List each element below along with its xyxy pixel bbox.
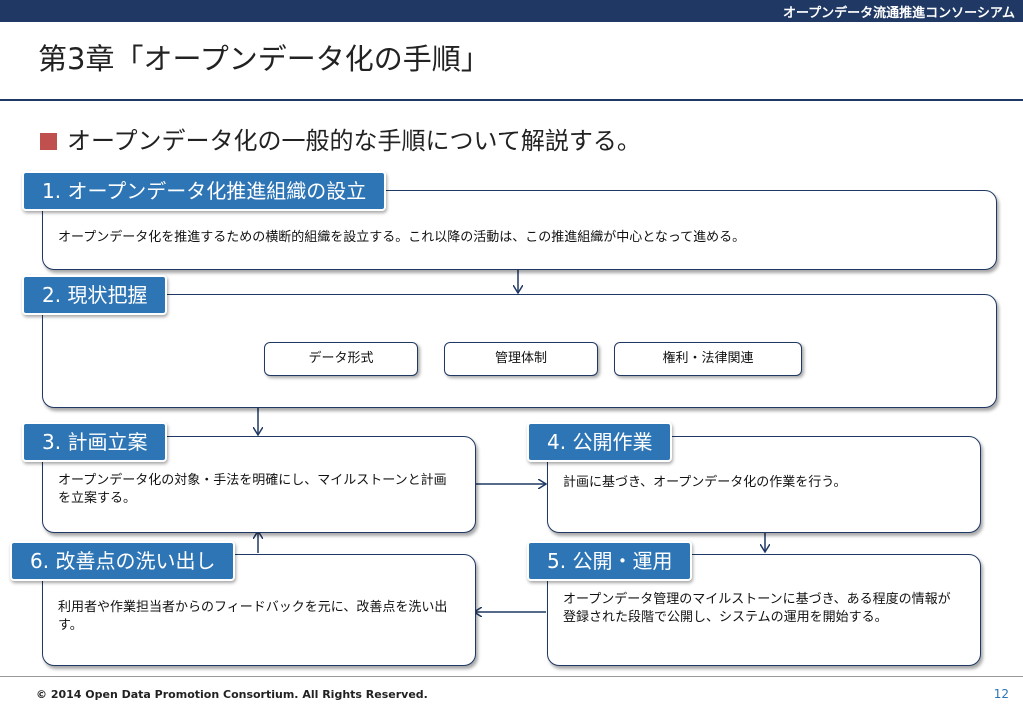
- step-4-label: 4. 公開作業: [527, 422, 673, 462]
- step-1-text: オープンデータ化を推進するための横断的組織を設立する。これ以降の活動は、この推進…: [58, 230, 746, 245]
- title-divider: [0, 99, 1023, 101]
- bullet-square-icon: [40, 133, 57, 150]
- org-name: オープンデータ流通推進コンソーシアム: [782, 6, 1015, 21]
- step-5-text: オープンデータ管理のマイルストーンに基づき、ある程度の情報が登録された段階で公開…: [563, 592, 951, 625]
- step-2-item-data-format: データ形式: [264, 342, 418, 376]
- copyright: © 2014 Open Data Promotion Consortium. A…: [36, 688, 428, 701]
- step-1-label: 1. オープンデータ化推進組織の設立: [22, 171, 387, 211]
- bullet-line: オープンデータ化の一般的な手順について解説する。: [40, 121, 641, 156]
- step-2-label: 2. 現状把握: [22, 275, 168, 315]
- step-3-label: 3. 計画立案: [22, 422, 168, 462]
- bullet-text: オープンデータ化の一般的な手順について解説する。: [67, 127, 641, 155]
- step-4-text: 計画に基づき、オープンデータ化の作業を行う。: [563, 475, 847, 490]
- step-6-text: 利用者や作業担当者からのフィードバックを元に、改善点を洗い出す。: [58, 600, 448, 633]
- step-5-label: 5. 公開・運用: [527, 541, 693, 581]
- footer-divider: [0, 676, 1023, 677]
- step-2-item-rights: 権利・法律関連: [614, 342, 802, 376]
- header-bar: オープンデータ流通推進コンソーシアム: [0, 0, 1023, 22]
- page-number: 12: [993, 687, 1009, 701]
- step-3-text: オープンデータ化の対象・手法を明確にし、マイルストーンと計画を立案する。: [58, 473, 447, 506]
- page-title: 第3章「オープンデータ化の手順」: [38, 42, 490, 76]
- step-2-item-management: 管理体制: [444, 342, 598, 376]
- step-6-label: 6. 改善点の洗い出し: [10, 541, 236, 581]
